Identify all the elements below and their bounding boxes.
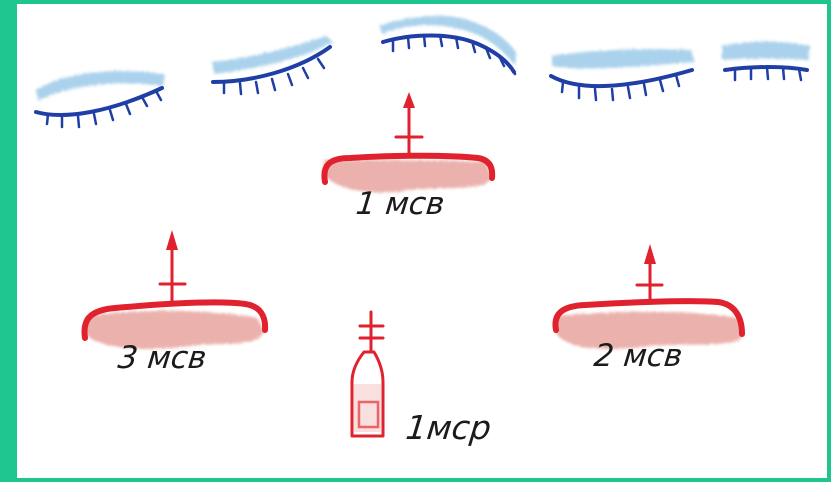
friendly-position-2 xyxy=(555,244,744,349)
unit-label-1: 1 мсв xyxy=(354,186,446,222)
enemy-trench-5 xyxy=(722,42,810,81)
unit-label-mortar: 1мср xyxy=(404,408,493,447)
mortar-battery-symbol xyxy=(352,312,383,436)
friendly-position-1 xyxy=(322,92,492,193)
unit-label-3: 3 мсв xyxy=(116,340,208,376)
enemy-trench-3 xyxy=(380,16,516,74)
enemy-trench-1 xyxy=(36,71,165,127)
enemy-trench-4 xyxy=(551,49,694,100)
enemy-trench-2 xyxy=(212,36,333,94)
friendly-position-3 xyxy=(84,230,265,349)
unit-label-2: 2 мсв xyxy=(592,338,684,374)
